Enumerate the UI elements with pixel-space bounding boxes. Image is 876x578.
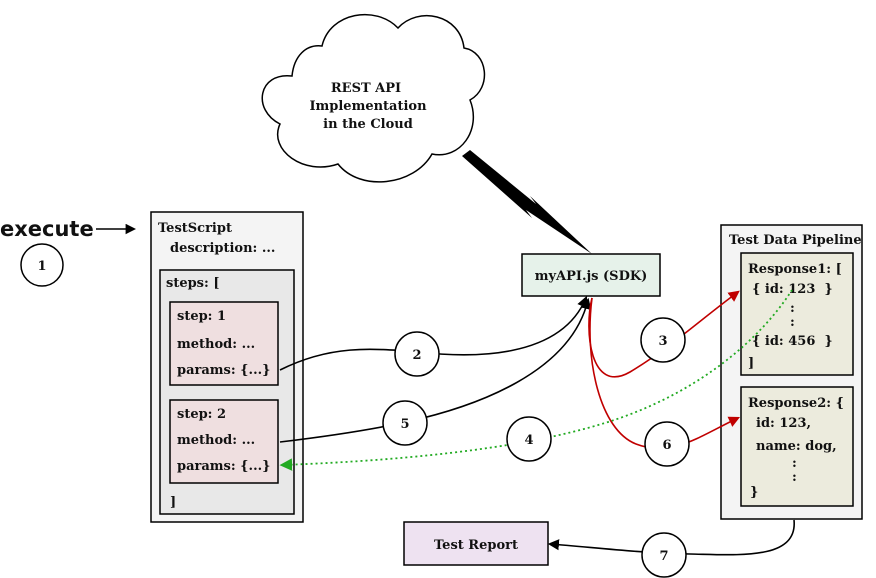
response-2-line3: name: dog, (756, 439, 837, 454)
response-2-line1: Response2: { (748, 396, 844, 411)
steps-close-label: ] (170, 495, 176, 510)
step-badge-1: 1 (20, 243, 64, 287)
step-1-method: method: ... (177, 337, 255, 352)
test-report-label: Test Report (434, 538, 518, 553)
step-badge-3: 3 (640, 317, 686, 363)
step-badge-7: 7 (641, 532, 687, 578)
execute-label: execute (0, 217, 94, 241)
response-1-dot2: : (790, 315, 795, 330)
svg-text:4: 4 (524, 433, 533, 448)
connector-response1-to-step2 (279, 289, 793, 471)
pipeline-title: Test Data Pipeline (729, 233, 862, 248)
response-2-dot1: : (792, 456, 797, 471)
svg-text:6: 6 (662, 438, 671, 453)
connector-sdk-to-response2 (589, 297, 741, 450)
step-badge-4: 4 (506, 416, 552, 462)
response-1-dot1: : (790, 301, 795, 316)
connector-pipeline-to-report (547, 519, 795, 556)
step-badge-2: 2 (394, 331, 440, 377)
response-2-box: Response2: { id: 123, name: dog, : : } (740, 386, 854, 507)
response-1-line4: ] (748, 356, 754, 371)
response-2-line4: } (750, 485, 758, 500)
response-1-line3: { id: 456 } (752, 334, 833, 349)
step-badge-5: 5 (382, 400, 428, 446)
cloud-text-line1: REST API (331, 81, 401, 96)
test-script-description: description: ... (170, 241, 275, 256)
test-report-box: Test Report (403, 521, 549, 566)
response-1-box: Response1: [ { id: 123 } : : { id: 456 }… (740, 252, 854, 376)
step-2-method: method: ... (177, 433, 255, 448)
step-badge-6: 6 (644, 421, 690, 467)
sdk-box: myAPI.js (SDK) (521, 253, 661, 297)
step-1-params: params: {...} (177, 363, 270, 378)
step-1-box: step: 1 method: ... params: {...} (169, 301, 279, 386)
step-2-params: params: {...} (177, 459, 270, 474)
svg-text:3: 3 (658, 334, 667, 349)
lightning-bolt-icon (462, 150, 592, 254)
sdk-label: myAPI.js (SDK) (535, 269, 648, 284)
step-1-title: step: 1 (177, 309, 226, 324)
step-2-box: step: 2 method: ... params: {...} (169, 399, 279, 484)
svg-text:1: 1 (37, 259, 46, 274)
response-1-line1: Response1: [ (748, 262, 842, 277)
response-2-line2: id: 123, (756, 416, 811, 431)
test-script-title: TestScript (158, 221, 232, 236)
steps-open-label: steps: [ (166, 276, 219, 291)
svg-text:7: 7 (659, 549, 668, 564)
response-1-line2: { id: 123 } (752, 282, 833, 297)
response-2-dot2: : (792, 470, 797, 485)
cloud-shape (261, 13, 486, 183)
cloud-text-line3: in the Cloud (323, 117, 413, 132)
svg-text:5: 5 (400, 417, 409, 432)
svg-text:2: 2 (412, 348, 421, 363)
step-2-title: step: 2 (177, 407, 226, 422)
cloud-text-line2: Implementation (309, 99, 427, 114)
